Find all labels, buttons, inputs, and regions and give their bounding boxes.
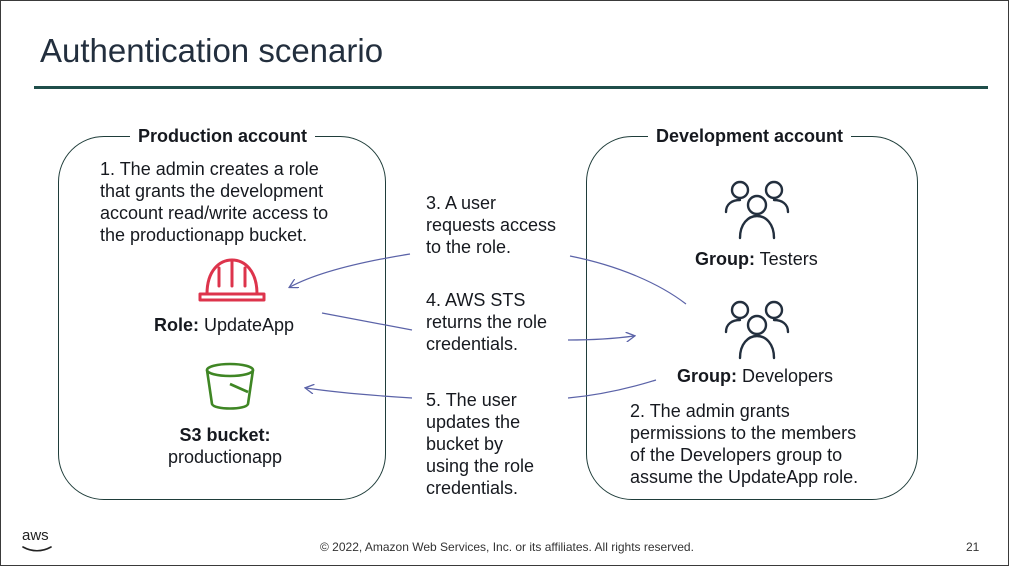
title-rule (34, 86, 988, 89)
step4-text: 4. AWS STS returns the role credentials. (426, 289, 547, 355)
page-number: 21 (966, 540, 980, 554)
slide-title: Authentication scenario (40, 32, 384, 69)
step2-text: 2. The admin grants permissions to the m… (630, 400, 858, 488)
step4-line: returns the role (426, 312, 548, 332)
step5-line: bucket by (426, 434, 504, 454)
bucket-name: productionapp (167, 447, 283, 467)
step4-line: 4. AWS STS (426, 290, 526, 310)
developers-caption: Group: Developers (677, 365, 833, 387)
step1-line: account read/write access to (100, 203, 329, 223)
step3-request-arrow (290, 253, 411, 287)
step3-text: 3. A user requests access to the role. (426, 192, 556, 258)
aws-logo-text: aws (22, 527, 49, 544)
step1-line: that grants the development (100, 181, 324, 201)
copyright-text: © 2022, Amazon Web Services, Inc. or its… (320, 540, 694, 554)
developers-group-icon (724, 300, 790, 360)
development-account-label: Development account (648, 126, 852, 147)
step5-line: credentials. (426, 478, 519, 498)
step2-line: of the Developers group to (630, 445, 843, 465)
step4-line: credentials. (426, 334, 519, 354)
aws-smile-icon (22, 546, 52, 552)
step3-source-line (569, 255, 687, 305)
testers-name: Testers (755, 249, 818, 269)
step1-text: 1. The admin creates a role that grants … (100, 158, 328, 246)
step3-line: 3. A user (426, 193, 497, 213)
step4-credentials-arrow (567, 336, 634, 340)
production-account-label: Production account (130, 126, 316, 147)
step5-text: 5. The user updates the bucket by using … (426, 389, 534, 499)
role-prefix: Role: (154, 315, 199, 335)
developers-prefix: Group: (677, 366, 737, 386)
step5-source-line (567, 379, 657, 399)
bucket-prefix: S3 bucket: (179, 425, 271, 445)
step1-line: 1. The admin creates a role (100, 159, 319, 179)
testers-prefix: Group: (695, 249, 755, 269)
role-name: UpdateApp (199, 315, 295, 335)
step3-line: to the role. (426, 237, 512, 257)
role-caption: Role: UpdateApp (154, 314, 294, 336)
step5-line: using the role (426, 456, 535, 476)
step5-line: 5. The user (426, 390, 517, 410)
step3-line: requests access (426, 215, 557, 235)
developers-name: Developers (737, 366, 834, 386)
testers-caption: Group: Testers (695, 248, 818, 270)
step1-line: the productionapp bucket. (100, 225, 308, 245)
s3-bucket-icon (205, 362, 255, 410)
step4-source-line (321, 312, 413, 331)
step2-line: permissions to the members (630, 423, 857, 443)
step5-update-arrow (306, 388, 413, 399)
step5-line: updates the (426, 412, 521, 432)
step2-line: 2. The admin grants (630, 401, 790, 421)
role-hardhat-icon (198, 258, 266, 302)
step2-line: assume the UpdateApp role. (630, 467, 859, 487)
testers-group-icon (724, 180, 790, 240)
